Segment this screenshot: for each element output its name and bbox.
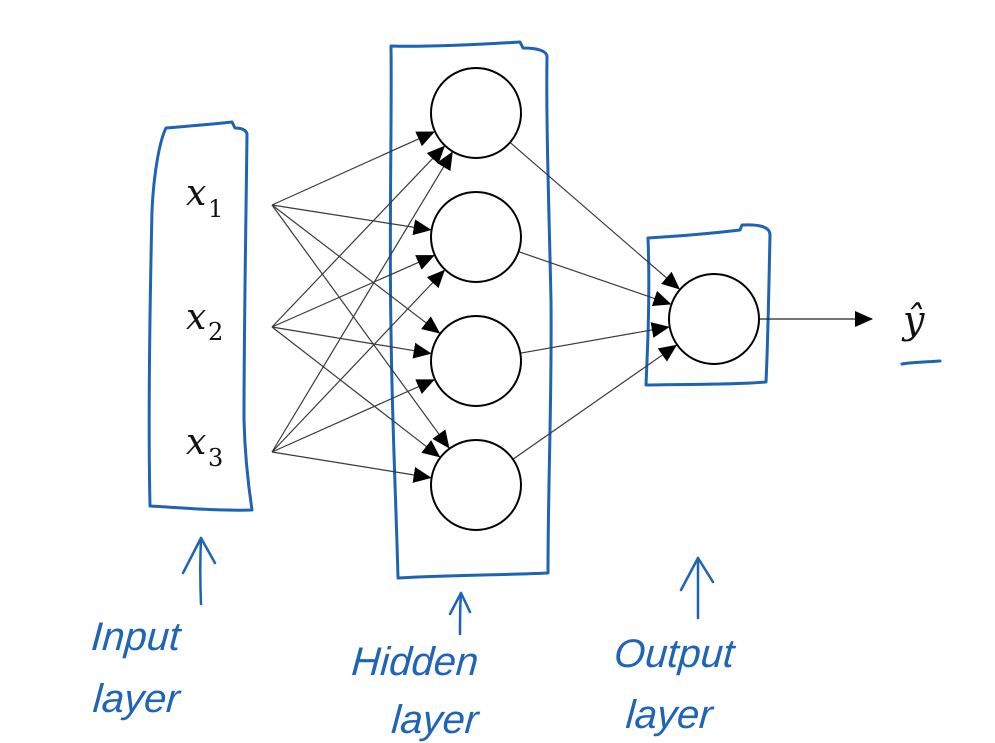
edge-x3-h3 bbox=[271, 379, 435, 453]
svg-text:3: 3 bbox=[208, 444, 223, 472]
edge-x3-h4 bbox=[271, 451, 432, 483]
svg-text:layer: layer bbox=[390, 698, 481, 742]
edge-h4-o1 bbox=[512, 344, 678, 460]
output-layer-pointer-arrow bbox=[679, 556, 715, 620]
output-node bbox=[668, 273, 760, 365]
edge-h1-o1 bbox=[509, 141, 680, 290]
edge-x3-h2 bbox=[271, 269, 446, 453]
edge-h3-o1 bbox=[520, 322, 670, 354]
hidden-node-4 bbox=[430, 439, 522, 531]
svg-text:Hidden: Hidden bbox=[350, 640, 480, 684]
edge-x2-h2 bbox=[271, 255, 435, 328]
input-layer-caption: Input layer bbox=[90, 615, 184, 721]
hidden-node-1 bbox=[430, 67, 522, 159]
output-layer-caption: Output layer bbox=[613, 632, 738, 737]
svg-text:2: 2 bbox=[208, 318, 223, 346]
edge-x1-h1 bbox=[271, 131, 435, 206]
output-layer-box bbox=[644, 223, 772, 387]
hidden-node-2 bbox=[430, 191, 522, 283]
edge-x2-h3 bbox=[271, 326, 432, 359]
hidden-layer-box bbox=[388, 40, 553, 580]
hidden-node-3 bbox=[430, 315, 522, 407]
input-label-x3: x 3 bbox=[186, 422, 223, 472]
svg-text:layer: layer bbox=[92, 677, 183, 721]
input-label-x1: x 1 bbox=[186, 173, 223, 223]
svg-text:x: x bbox=[186, 422, 206, 463]
hidden-layer-pointer-arrow bbox=[448, 591, 472, 636]
nodes bbox=[430, 67, 760, 531]
output-label-yhat: ŷ bbox=[901, 298, 925, 342]
input-label-x2: x 2 bbox=[186, 297, 223, 346]
svg-text:1: 1 bbox=[208, 195, 223, 223]
edge-x2-h1 bbox=[271, 145, 445, 328]
svg-text:x: x bbox=[186, 297, 206, 338]
edge-x3-h1 bbox=[271, 151, 453, 453]
yhat-underline bbox=[900, 359, 942, 366]
hidden-layer-caption: Hidden layer bbox=[350, 640, 481, 742]
svg-text:Input: Input bbox=[90, 615, 184, 659]
edge-x2-h4 bbox=[271, 326, 441, 458]
svg-text:layer: layer bbox=[624, 693, 715, 737]
input-layer-pointer-arrow bbox=[181, 536, 217, 606]
connections bbox=[271, 131, 873, 483]
edge-x1-h4 bbox=[271, 204, 450, 449]
edge-x1-h3 bbox=[271, 204, 441, 334]
edge-h2-o1 bbox=[518, 251, 672, 307]
edge-x1-h2 bbox=[271, 204, 432, 236]
svg-text:Output: Output bbox=[613, 632, 738, 676]
svg-text:x: x bbox=[186, 173, 206, 214]
input-layer-box bbox=[147, 120, 254, 512]
